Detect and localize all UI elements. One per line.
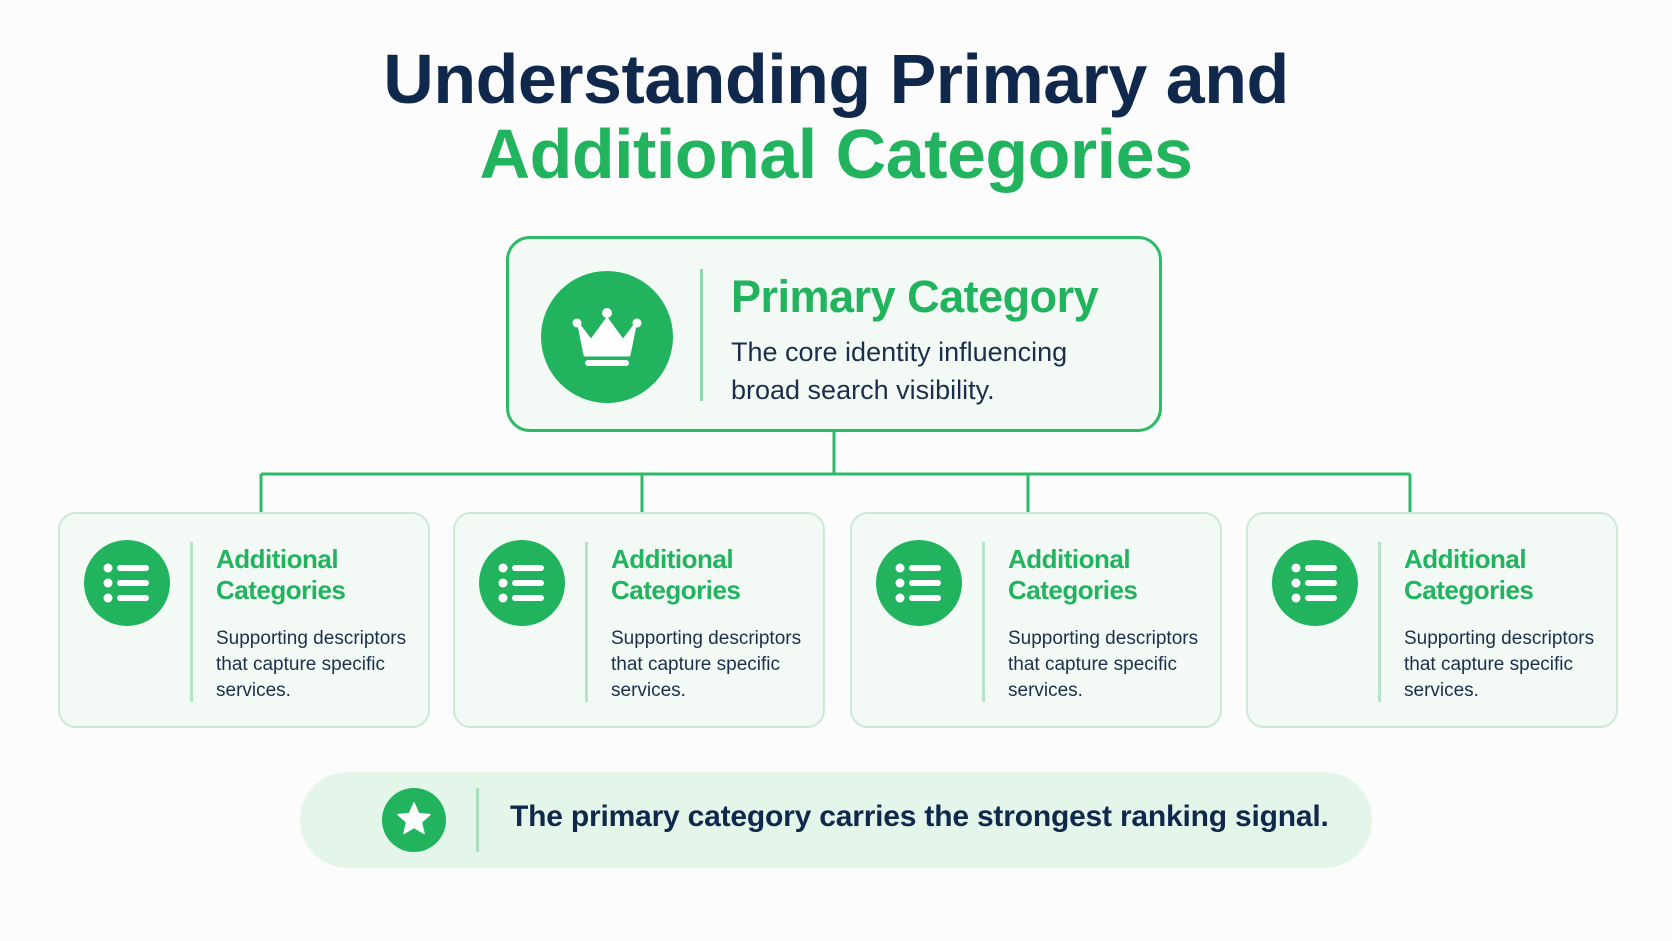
card-title: Additional Categories bbox=[1008, 544, 1138, 605]
card-divider bbox=[982, 542, 985, 702]
additional-category-card-1: Additional Categories Supporting descrip… bbox=[58, 512, 430, 728]
card-title: Additional Categories bbox=[1404, 544, 1534, 605]
primary-category-title: Primary Category bbox=[731, 271, 1099, 322]
list-icon bbox=[1272, 540, 1358, 626]
list-icon bbox=[876, 540, 962, 626]
card-title: Additional Categories bbox=[611, 544, 741, 605]
primary-divider bbox=[700, 269, 703, 401]
title-line-1: Understanding Primary and bbox=[383, 40, 1289, 118]
crown-icon bbox=[541, 271, 673, 403]
card-description: Supporting descriptors that capture spec… bbox=[1008, 628, 1199, 701]
card-divider bbox=[190, 542, 193, 702]
card-description: Supporting descriptors that capture spec… bbox=[611, 628, 802, 701]
card-title: Additional Categories bbox=[216, 544, 346, 605]
star-icon bbox=[382, 788, 446, 852]
list-icon bbox=[84, 540, 170, 626]
primary-category-description: The core identity influencing broad sear… bbox=[731, 337, 1068, 405]
title-line-2: Additional Categories bbox=[479, 115, 1193, 193]
key-takeaway-text: The primary category carries the stronge… bbox=[510, 800, 1329, 833]
additional-category-card-2: Additional Categories Supporting descrip… bbox=[453, 512, 825, 728]
additional-category-card-4: Additional Categories Supporting descrip… bbox=[1246, 512, 1618, 728]
additional-category-card-3: Additional Categories Supporting descrip… bbox=[850, 512, 1222, 728]
key-takeaway-banner: The primary category carries the stronge… bbox=[300, 772, 1372, 868]
card-description: Supporting descriptors that capture spec… bbox=[1404, 628, 1595, 701]
card-divider bbox=[1378, 542, 1381, 702]
card-divider bbox=[585, 542, 588, 702]
banner-divider bbox=[476, 788, 479, 852]
primary-category-box: Primary Category The core identity influ… bbox=[506, 236, 1162, 432]
card-description: Supporting descriptors that capture spec… bbox=[216, 628, 407, 701]
list-icon bbox=[479, 540, 565, 626]
